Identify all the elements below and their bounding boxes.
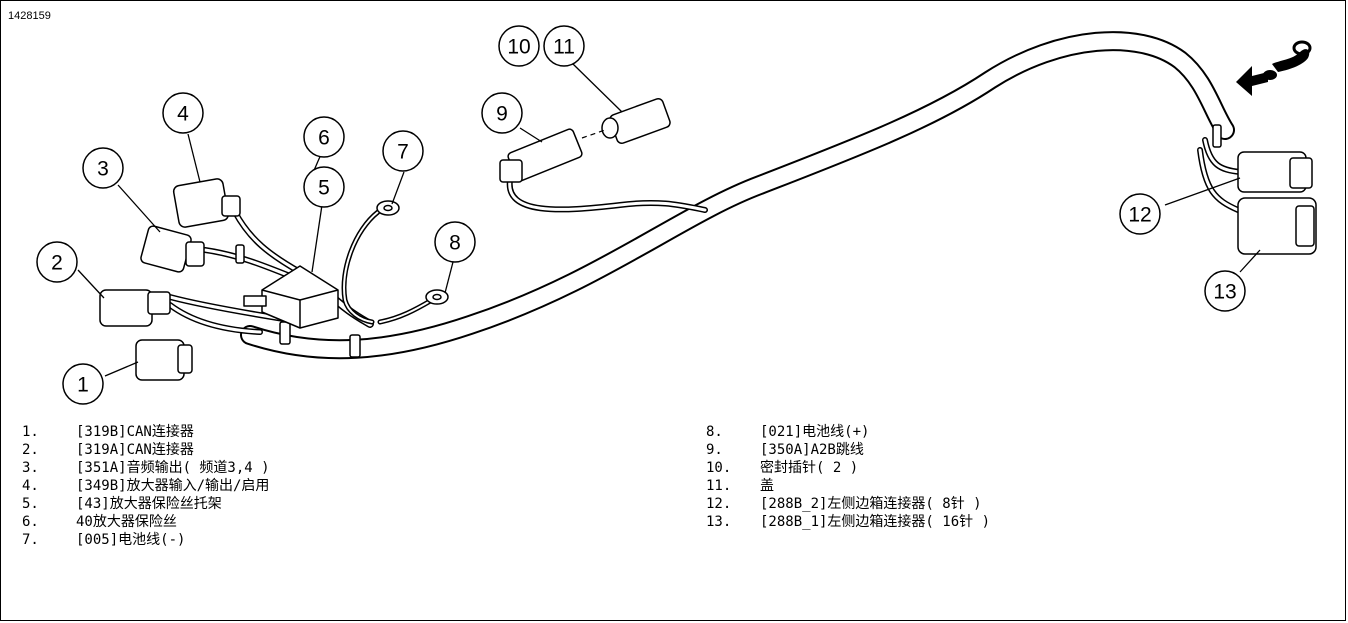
callout-6: 6 <box>318 127 330 150</box>
legend-item: 10.密封插针( 2 ) <box>706 460 859 476</box>
connector-349B <box>172 178 230 228</box>
legend-item: 7.[005]电池线(-) <box>22 532 186 548</box>
callout-11: 11 <box>553 36 575 59</box>
legend-right: 8.[021]电池线(+) 9.[350A]A2B跳线 10.密封插针( 2 )… <box>706 423 990 531</box>
callout-8: 8 <box>449 232 461 255</box>
legend-item: 9.[350A]A2B跳线 <box>706 442 864 458</box>
legend-item: 4.[349B]放大器输入/输出/启用 <box>22 478 270 494</box>
figure-id: 1428159 <box>8 10 51 22</box>
callout-12: 12 <box>1128 204 1151 227</box>
fuse-holder <box>261 265 339 329</box>
callout-13: 13 <box>1213 281 1236 304</box>
legend-item: 5.[43]放大器保险丝托架 <box>22 496 222 512</box>
callout-9: 9 <box>496 103 508 126</box>
cap <box>609 97 671 145</box>
legend-item: 6.40放大器保险丝 <box>22 514 177 530</box>
motorcycle-forward-arrow-icon <box>1236 40 1312 96</box>
legend-item: 11.盖 <box>706 478 774 494</box>
connector-319A <box>99 289 153 327</box>
callout-10: 10 <box>507 36 530 59</box>
callout-7: 7 <box>397 141 409 164</box>
callout-2: 2 <box>51 252 63 275</box>
legend-item: 8.[021]电池线(+) <box>706 424 870 440</box>
callout-1: 1 <box>77 374 89 397</box>
connector-351A <box>140 225 192 273</box>
connector-319B <box>135 339 185 381</box>
legend-item: 13.[288B_1]左侧边箱连接器( 16针 ) <box>706 514 991 530</box>
callout-4: 4 <box>177 103 189 126</box>
callout-3: 3 <box>97 158 109 181</box>
legend-item: 1.[319B]CAN连接器 <box>22 424 194 440</box>
legend-item: 2.[319A]CAN连接器 <box>22 442 194 458</box>
legend-left: 1.[319B]CAN连接器 2.[319A]CAN连接器 3.[351A]音频… <box>22 423 270 549</box>
legend-item: 3.[351A]音频输出( 频道3,4 ) <box>22 460 270 476</box>
legend-item: 12.[288B_2]左侧边箱连接器( 8针 ) <box>706 496 982 512</box>
callout-5: 5 <box>318 177 330 200</box>
